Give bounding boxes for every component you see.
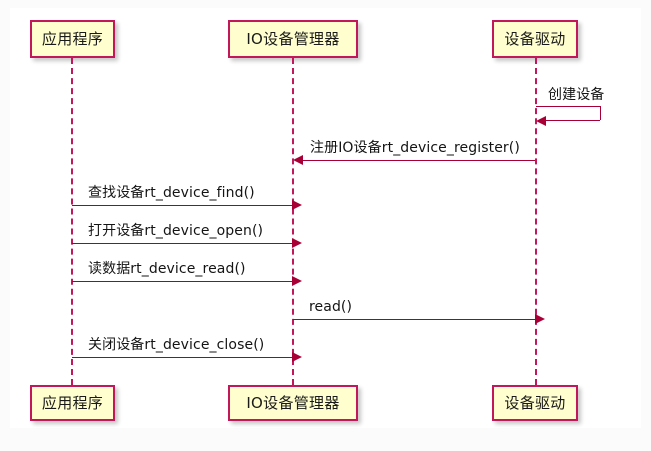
self-message-right-segment-create-device: [600, 106, 601, 120]
message-label-device-register: 注册IO设备rt_device_register(): [310, 140, 520, 156]
participant-box-app-bottom[interactable]: 应用程序: [30, 385, 115, 421]
participant-label-driver-top: 设备驱动: [504, 29, 566, 48]
message-label-device-read: 读数据rt_device_read(): [88, 261, 246, 277]
lifeline-driver: [535, 58, 537, 385]
self-message-bottom-segment-create-device: [546, 120, 600, 121]
participant-label-app-bottom: 应用程序: [41, 393, 104, 412]
message-line-device-read: [72, 281, 292, 282]
message-label-read: read(): [309, 299, 353, 315]
participant-label-driver-bottom: 设备驱动: [504, 393, 566, 412]
participant-box-iomgr-top[interactable]: IO设备管理器: [228, 20, 358, 58]
lifeline-app: [71, 58, 73, 385]
participant-box-driver-bottom[interactable]: 设备驱动: [492, 385, 578, 421]
participant-label-iomgr-bottom: IO设备管理器: [246, 393, 340, 412]
message-line-device-close: [72, 357, 292, 358]
sequence-diagram-canvas: 应用程序 IO设备管理器 设备驱动 创建设备 注册IO设备rt_device_r…: [10, 8, 641, 428]
message-arrowhead-device-open: [292, 238, 302, 248]
message-arrowhead-device-find: [292, 200, 302, 210]
message-line-device-find: [72, 205, 292, 206]
participant-label-app-top: 应用程序: [41, 29, 104, 48]
message-arrowhead-device-read: [292, 276, 302, 286]
participant-box-app-top[interactable]: 应用程序: [30, 20, 115, 58]
message-line-read: [293, 319, 535, 320]
self-message-arrowhead-create-device: [536, 116, 546, 126]
message-label-device-find: 查找设备rt_device_find(): [88, 185, 255, 201]
lifeline-iomgr: [292, 58, 294, 385]
message-label-create-device: 创建设备: [548, 87, 605, 103]
message-label-device-close: 关闭设备rt_device_close(): [88, 337, 265, 353]
message-line-device-open: [72, 243, 292, 244]
participant-label-iomgr-top: IO设备管理器: [246, 29, 340, 48]
participant-box-iomgr-bottom[interactable]: IO设备管理器: [228, 385, 358, 421]
message-arrowhead-device-close: [292, 352, 302, 362]
self-message-top-segment-create-device: [536, 106, 600, 107]
participant-box-driver-top[interactable]: 设备驱动: [492, 20, 578, 58]
message-label-device-open: 打开设备rt_device_open(): [88, 223, 264, 239]
message-line-device-register: [303, 160, 535, 161]
message-arrowhead-device-register: [293, 155, 303, 165]
message-arrowhead-read: [535, 314, 545, 324]
